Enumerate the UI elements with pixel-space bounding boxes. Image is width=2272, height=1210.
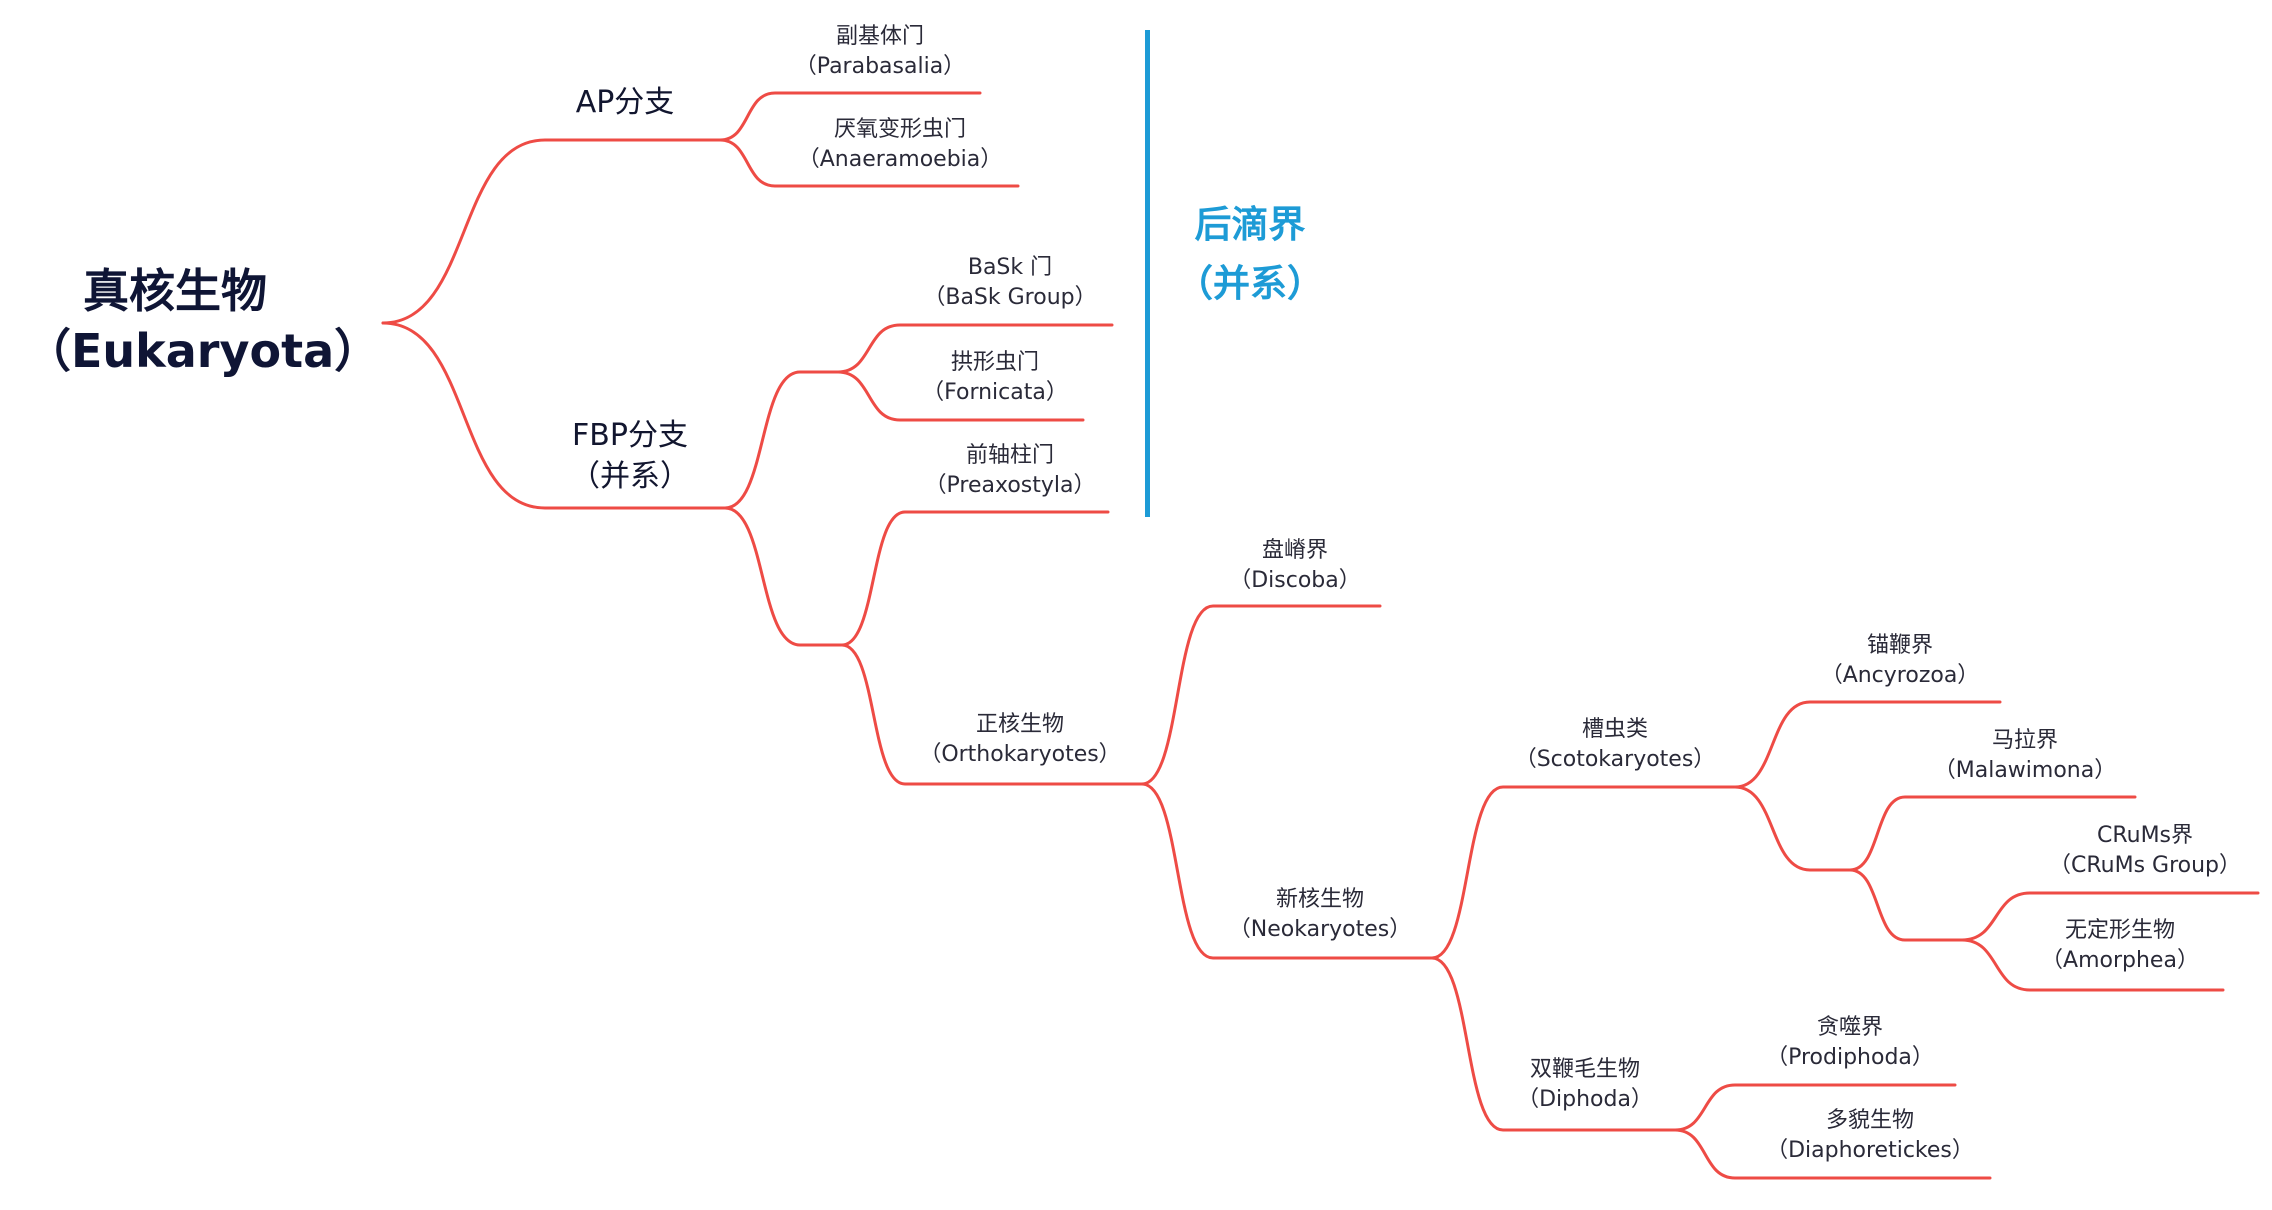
edge-scoto-lower	[1733, 785, 1852, 872]
edge-diphoda-diaphoretickes	[1673, 1128, 1992, 1180]
edge-ap-parabasalia	[718, 91, 982, 142]
node-eukaryota: 真核生物 （Eukaryota）	[25, 262, 381, 382]
edge-diphoda-prodiphoda	[1673, 1083, 1957, 1132]
edge-ca-crums	[1960, 891, 2260, 942]
node-discoba: 盘嵴界 （Discoba）	[1205, 536, 1385, 597]
edge-root-ap	[381, 138, 722, 325]
node-amorphea: 无定形生物 （Amorphea）	[2015, 916, 2225, 977]
node-bask: BaSk 门 （BaSk Group）	[900, 253, 1120, 314]
node-label-latin: （Anaeramoebia）	[797, 147, 1003, 173]
node-label-latin: （Discoba）	[1229, 568, 1361, 594]
edge-fbp-lower	[723, 506, 844, 647]
node-label-cn: 真核生物	[83, 264, 267, 318]
node-label-latin: （Neokaryotes）	[1228, 917, 1412, 943]
edge-lower-preaxostyla	[840, 510, 1110, 647]
node-diphoda: 双鞭毛生物 （Diphoda）	[1495, 1055, 1675, 1116]
edge-upper-bask	[836, 323, 1114, 374]
node-orthokaryotes: 正核生物 （Orthokaryotes）	[905, 710, 1135, 771]
edge-lower-orthokaryotes	[840, 643, 1144, 786]
node-label-latin: （并系）	[570, 459, 690, 495]
node-label-latin: （Preaxostyla）	[924, 473, 1096, 499]
node-malawimona: 马拉界 （Malawimona）	[1920, 726, 2130, 787]
node-label-cn: 锚鞭界	[1866, 633, 1933, 658]
node-label-latin: （Scotokaryotes）	[1514, 747, 1716, 773]
node-label-cn: 厌氧变形虫门	[833, 117, 966, 142]
node-label-cn: 正核生物	[975, 712, 1064, 737]
node-label-latin: （BaSk Group）	[923, 285, 1097, 311]
node-label-latin: （Malawimona）	[1933, 758, 2117, 784]
node-label-cn: 拱形虫门	[950, 350, 1039, 375]
node-label-cn: FBP分支	[572, 418, 688, 453]
node-label-latin: （CRuMs Group）	[2048, 853, 2242, 879]
node-scotokaryotes: 槽虫类 （Scotokaryotes）	[1500, 715, 1730, 776]
node-label-cn: CRuMs界	[2096, 823, 2194, 848]
node-label-cn: 双鞭毛生物	[1529, 1057, 1640, 1082]
node-label-latin: （Diphoda）	[1517, 1087, 1653, 1113]
edge-ca-amorphea	[1960, 938, 2225, 992]
node-diaphoretickes: 多貌生物 （Diaphoretickes）	[1750, 1106, 1990, 1167]
node-fbp-branch: FBP分支 （并系）	[540, 415, 720, 498]
node-label-cn: 前轴柱门	[965, 443, 1054, 468]
edge-root-fbp	[381, 321, 727, 510]
node-label-latin: （Diaphoretickes）	[1766, 1138, 1974, 1164]
node-label-cn: 新核生物	[1275, 887, 1364, 912]
node-label-latin: （Parabasalia）	[794, 54, 966, 80]
node-label-latin: （Prodiphoda）	[1766, 1045, 1934, 1071]
edge-ortho-neokaryotes	[1140, 782, 1434, 960]
node-anaeramoebia: 厌氧变形虫门 （Anaeramoebia）	[770, 115, 1030, 176]
edge-scoto-ancyrozoa	[1733, 700, 2002, 789]
node-label-latin: （Eukaryota）	[25, 323, 381, 378]
node-label-cn: 无定形生物	[2064, 918, 2175, 943]
node-label-latin: （Ancyrozoa）	[1820, 663, 1980, 689]
group-label-note: （并系）	[1176, 262, 1324, 306]
edge-fbp-upper	[723, 370, 840, 510]
edge-ap-anaeramoebia	[718, 138, 1020, 188]
edge-neo-diphoda	[1430, 956, 1677, 1132]
node-label-cn: 多貌生物	[1825, 1108, 1914, 1133]
edge-neo-scotokaryotes	[1430, 785, 1737, 960]
node-prodiphoda: 贪噬界 （Prodiphoda）	[1740, 1013, 1960, 1074]
node-label-latin: （Orthokaryotes）	[919, 742, 1121, 768]
node-label-cn: 槽虫类	[1581, 717, 1648, 742]
edge-ortho-discoba	[1140, 604, 1382, 786]
metamonada-label: 后滴界 （并系）	[1165, 195, 1335, 313]
node-label-cn: 马拉界	[1991, 728, 2058, 753]
node-label-latin: （Amorphea）	[2041, 948, 2199, 974]
node-label-cn: 副基体门	[835, 24, 924, 49]
node-ap-branch: AP分支	[540, 82, 710, 123]
node-label-latin: （Fornicata）	[922, 380, 1068, 406]
node-label-cn: AP分支	[575, 85, 675, 120]
node-parabasalia: 副基体门 （Parabasalia）	[765, 22, 995, 83]
edge-upper-fornicata	[836, 370, 1085, 422]
node-preaxostyla: 前轴柱门 （Preaxostyla）	[900, 441, 1120, 502]
edge-lower-malawimona	[1848, 795, 2137, 872]
node-label-cn: 贪噬界	[1816, 1015, 1883, 1040]
node-label-cn: 盘嵴界	[1261, 538, 1328, 563]
node-fornicata: 拱形虫门 （Fornicata）	[895, 348, 1095, 409]
node-ancyrozoa: 锚鞭界 （Ancyrozoa）	[1800, 631, 2000, 692]
edge-lower-crumsamorphea	[1848, 868, 1964, 942]
metamonada-bracket	[1145, 30, 1150, 517]
group-label-name: 后滴界	[1194, 203, 1306, 246]
node-neokaryotes: 新核生物 （Neokaryotes）	[1205, 885, 1435, 946]
node-crums: CRuMs界 （CRuMs Group）	[2030, 821, 2260, 882]
node-label-cn: BaSk 门	[967, 255, 1053, 280]
